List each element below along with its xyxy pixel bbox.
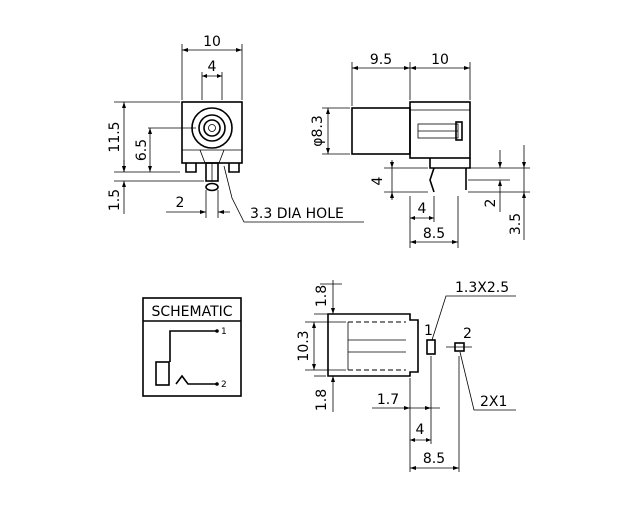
pad-size-callout: 2X1 [480,394,507,410]
dim-front-center: 6.5 [134,139,150,161]
dim-side-diameter: φ8.3 [310,115,326,147]
schematic-title: SCHEMATIC [151,304,232,320]
dim-bottom-height: 10.3 [296,330,312,361]
bottom-view: 1 2 1.3X2.5 2X1 1.8 10.3 1.8 1.7 4 [296,280,516,472]
dim-bottom-top: 1.8 [314,285,330,307]
pin2-label: 2 [463,326,472,342]
slot-pin1 [426,339,436,355]
dim-bottom-bottom: 1.8 [314,389,330,411]
side-view: 9.5 10 φ8.3 4 4 8.5 2 3.5 [310,52,530,248]
pin1-label: 1 [424,323,433,339]
hole-callout: 3.3 DIA HOLE [250,206,344,222]
dim-front-inner: 4 [208,59,217,75]
dim-side-total: 8.5 [423,226,445,242]
dim-side-offset: 4 [370,176,386,185]
schematic-pin1-label: 1 [221,327,227,337]
schematic-frame [142,297,242,397]
dim-front-height: 11.5 [107,121,123,152]
front-view: 10 4 11.5 6.5 1.5 2 3.3 DIA HOLE [107,34,364,223]
dim-front-pin-length: 1.5 [107,189,123,211]
dim-bottom-17: 1.7 [377,392,399,408]
dim-bottom-85: 8.5 [423,451,445,467]
dim-side-pin-2: 2 [483,199,499,208]
dim-side-bracket-length: 10 [431,52,449,68]
dim-bottom-4: 4 [416,422,425,438]
dim-front-width: 10 [203,34,221,50]
dim-side-pin-offset: 4 [418,201,427,217]
schematic: SCHEMATIC 1 2 [142,297,242,397]
schematic-pin2-label: 2 [221,380,227,390]
dim-side-pin-35: 3.5 [508,213,524,235]
dim-side-body-length: 9.5 [370,52,392,68]
dim-front-pin-pitch: 2 [176,195,185,211]
slot-size-callout: 1.3X2.5 [455,280,509,296]
